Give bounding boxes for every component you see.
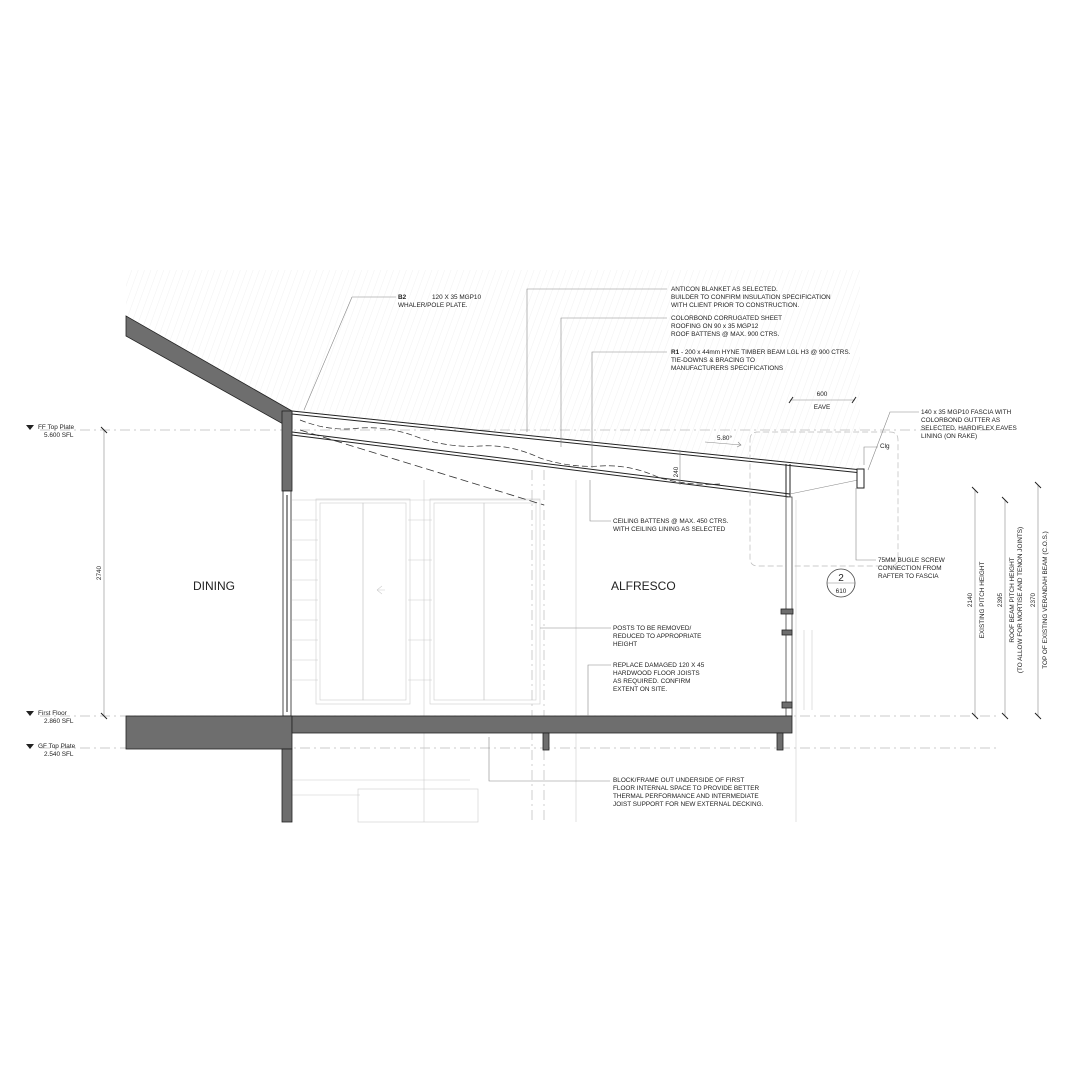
note-colorbond: COLORBOND CORRUGATED SHEET ROOFING ON 90…: [671, 315, 782, 338]
eave-value: 600: [817, 391, 828, 398]
fascia: [856, 468, 865, 489]
note-line: LINING (ON RAKE): [921, 433, 977, 440]
dimension-value: 2370: [1030, 592, 1037, 607]
note-line: COLORBOND GUTTER AS: [921, 417, 1000, 424]
beam-depth-value: 240: [673, 466, 680, 477]
note-tag: R1: [671, 349, 680, 356]
gutter-label: Clg: [880, 443, 890, 450]
note-line: CEILING BATTENS @ MAX. 450 CTRS.: [613, 518, 729, 525]
dimension-label: EXISTING PITCH HEIGHT: [979, 562, 986, 639]
room-label-dining: DINING: [193, 579, 235, 593]
note-line: JOIST SUPPORT FOR NEW EXTERNAL DECKING.: [613, 801, 764, 808]
note-line: MANUFACTURERS SPECIFICATIONS: [671, 365, 783, 372]
note-line: FLOOR INTERNAL SPACE TO PROVIDE BETTER: [613, 785, 759, 792]
pitch-arrow: [704, 441, 742, 448]
joist-stub: [542, 732, 550, 751]
dimension-value: 2740: [96, 565, 103, 580]
note-line: REPLACE DAMAGED 120 X 45: [613, 662, 705, 669]
joist-stub: [776, 732, 784, 751]
note-line: TIE-DOWNS & BRACING TO: [671, 357, 755, 364]
note-leaders: [303, 288, 919, 782]
note-line: WHALER/POLE PLATE.: [398, 302, 468, 309]
detail-callout-outline: [749, 431, 899, 567]
room-label-alfresco: ALFRESCO: [611, 579, 676, 593]
note-line: EXTENT ON SITE.: [613, 686, 667, 693]
note-screw: 75MM BUGLE SCREW CONNECTION FROM RAFTER …: [878, 557, 946, 580]
existing-wall-lower: [281, 748, 293, 823]
note-line: CONNECTION FROM: [878, 565, 942, 572]
new-roof-beam: [291, 410, 863, 498]
note-block: BLOCK/FRAME OUT UNDERSIDE OF FIRST FLOOR…: [613, 777, 764, 808]
level-marker-gf-top-plate: GF Top Plate 2.540 SFL: [26, 743, 76, 758]
level-name: FF Top Plate: [38, 424, 75, 431]
note-line: POSTS TO BE REMOVED/: [613, 625, 691, 632]
section-number: 2: [838, 573, 844, 584]
note-line: HEIGHT: [613, 641, 637, 648]
verandah-beam-dimension: 2370 TOP OF EXISTING VERANDAH BEAM (C.O.…: [1030, 481, 1049, 720]
existing-roof-hatch: [126, 270, 860, 470]
eave-label: EAVE: [814, 404, 831, 411]
note-line: REDUCED TO APPROPRIATE: [613, 633, 701, 640]
level-value: 2.540 SFL: [44, 751, 74, 758]
note-line: ANTICON BLANKET AS SELECTED.: [671, 286, 778, 293]
dimension-sublabel: (TO ALLOW FOR MORTISE AND TENON JOINTS): [1017, 527, 1024, 673]
note-line: WITH CLIENT PRIOR TO CONSTRUCTION.: [671, 302, 799, 309]
first-floor-slab: [125, 715, 293, 750]
note-anticon: ANTICON BLANKET AS SELECTED. BUILDER TO …: [671, 286, 831, 309]
note-line: HARDWOOD FLOOR JOISTS: [613, 670, 700, 677]
note-line: BLOCK/FRAME OUT UNDERSIDE OF FIRST: [613, 777, 744, 784]
note-r1: R1 - 200 x 44mm HYNE TIMBER BEAM LGL H3 …: [671, 349, 851, 372]
existing-rafter-dashed: [299, 429, 545, 506]
note-tag: B2: [398, 294, 407, 301]
deck-joists: [291, 715, 793, 734]
level-value: 2.860 SFL: [44, 718, 74, 725]
dimension-label: ROOF BEAM PITCH HEIGHT: [1009, 557, 1016, 642]
background-cladding: [292, 470, 813, 823]
note-line: - 200 x 44mm HYNE TIMBER BEAM LGL H3 @ 9…: [679, 349, 850, 356]
level-marker-ff-top-plate: FF Top Plate 5.600 SFL: [26, 424, 75, 439]
note-line: ROOFING ON 90 x 35 MGP12: [671, 323, 759, 330]
note-joists: REPLACE DAMAGED 120 X 45 HARDWOOD FLOOR …: [613, 662, 705, 693]
dimension-value: 2395: [997, 592, 1004, 607]
section-sheet: 610: [836, 588, 847, 595]
level-value: 5.600 SFL: [44, 432, 74, 439]
post-block: [781, 701, 793, 709]
note-posts: POSTS TO BE REMOVED/ REDUCED TO APPROPRI…: [613, 625, 701, 648]
note-line: AS REQUIRED. CONFIRM: [613, 678, 690, 685]
note-line: COLORBOND CORRUGATED SHEET: [671, 315, 782, 322]
note-line: ROOF BATTENS @ MAX. 900 CTRS.: [671, 331, 780, 338]
pitch-value: 5.80°: [717, 434, 732, 442]
note-line: RAFTER TO FASCIA: [878, 573, 939, 580]
note-line: 75MM BUGLE SCREW: [878, 557, 946, 564]
note-fascia: 140 x 35 MGP10 FASCIA WITH COLORBOND GUT…: [921, 409, 1017, 440]
section-marker: 2 610: [826, 568, 856, 598]
note-ceiling: CEILING BATTENS @ MAX. 450 CTRS. WITH CE…: [613, 518, 729, 533]
note-b2: B2 120 X 35 MGP10 WHALER/POLE PLATE.: [398, 294, 481, 309]
note-line: BUILDER TO CONFIRM INSULATION SPECIFICAT…: [671, 294, 831, 301]
existing-pitch-dimension: 2140 EXISTING PITCH HEIGHT: [967, 486, 986, 720]
note-line: THERMAL PERFORMANCE AND INTERMEDIATE: [613, 793, 759, 800]
dimension-label: TOP OF EXISTING VERANDAH BEAM (C.O.S.): [1042, 531, 1049, 669]
gutter-leader: [863, 446, 878, 465]
post-block: [780, 608, 794, 615]
verandah-post: [785, 496, 793, 717]
note-line: SELECTED. HARDIFLEX EAVES: [921, 425, 1017, 432]
level-marker-first-floor: First Floor 2.860 SFL: [26, 710, 74, 725]
dimension-value: 2140: [967, 592, 974, 607]
existing-wall-upper: [281, 410, 293, 492]
note-line: WITH CEILING LINING AS SELECTED: [613, 526, 726, 533]
svg-text:R1 - 200 x 44mm HYNE TIMBER BE: R1 - 200 x 44mm HYNE TIMBER BEAM LGL H3 …: [671, 349, 851, 356]
roof-beam-dimension: 2395 ROOF BEAM PITCH HEIGHT (TO ALLOW FO…: [997, 496, 1024, 720]
insulation-blanket: [299, 419, 721, 485]
eave-dimension: 600 EAVE: [788, 391, 857, 411]
level-name: GF Top Plate: [38, 743, 76, 750]
note-spec: 120 X 35 MGP10: [432, 294, 481, 301]
level-name: First Floor: [38, 710, 68, 717]
note-line: 140 x 35 MGP10 FASCIA WITH: [921, 409, 1012, 416]
post-block: [781, 629, 793, 636]
wall-height-dimension: 2740: [96, 426, 108, 720]
